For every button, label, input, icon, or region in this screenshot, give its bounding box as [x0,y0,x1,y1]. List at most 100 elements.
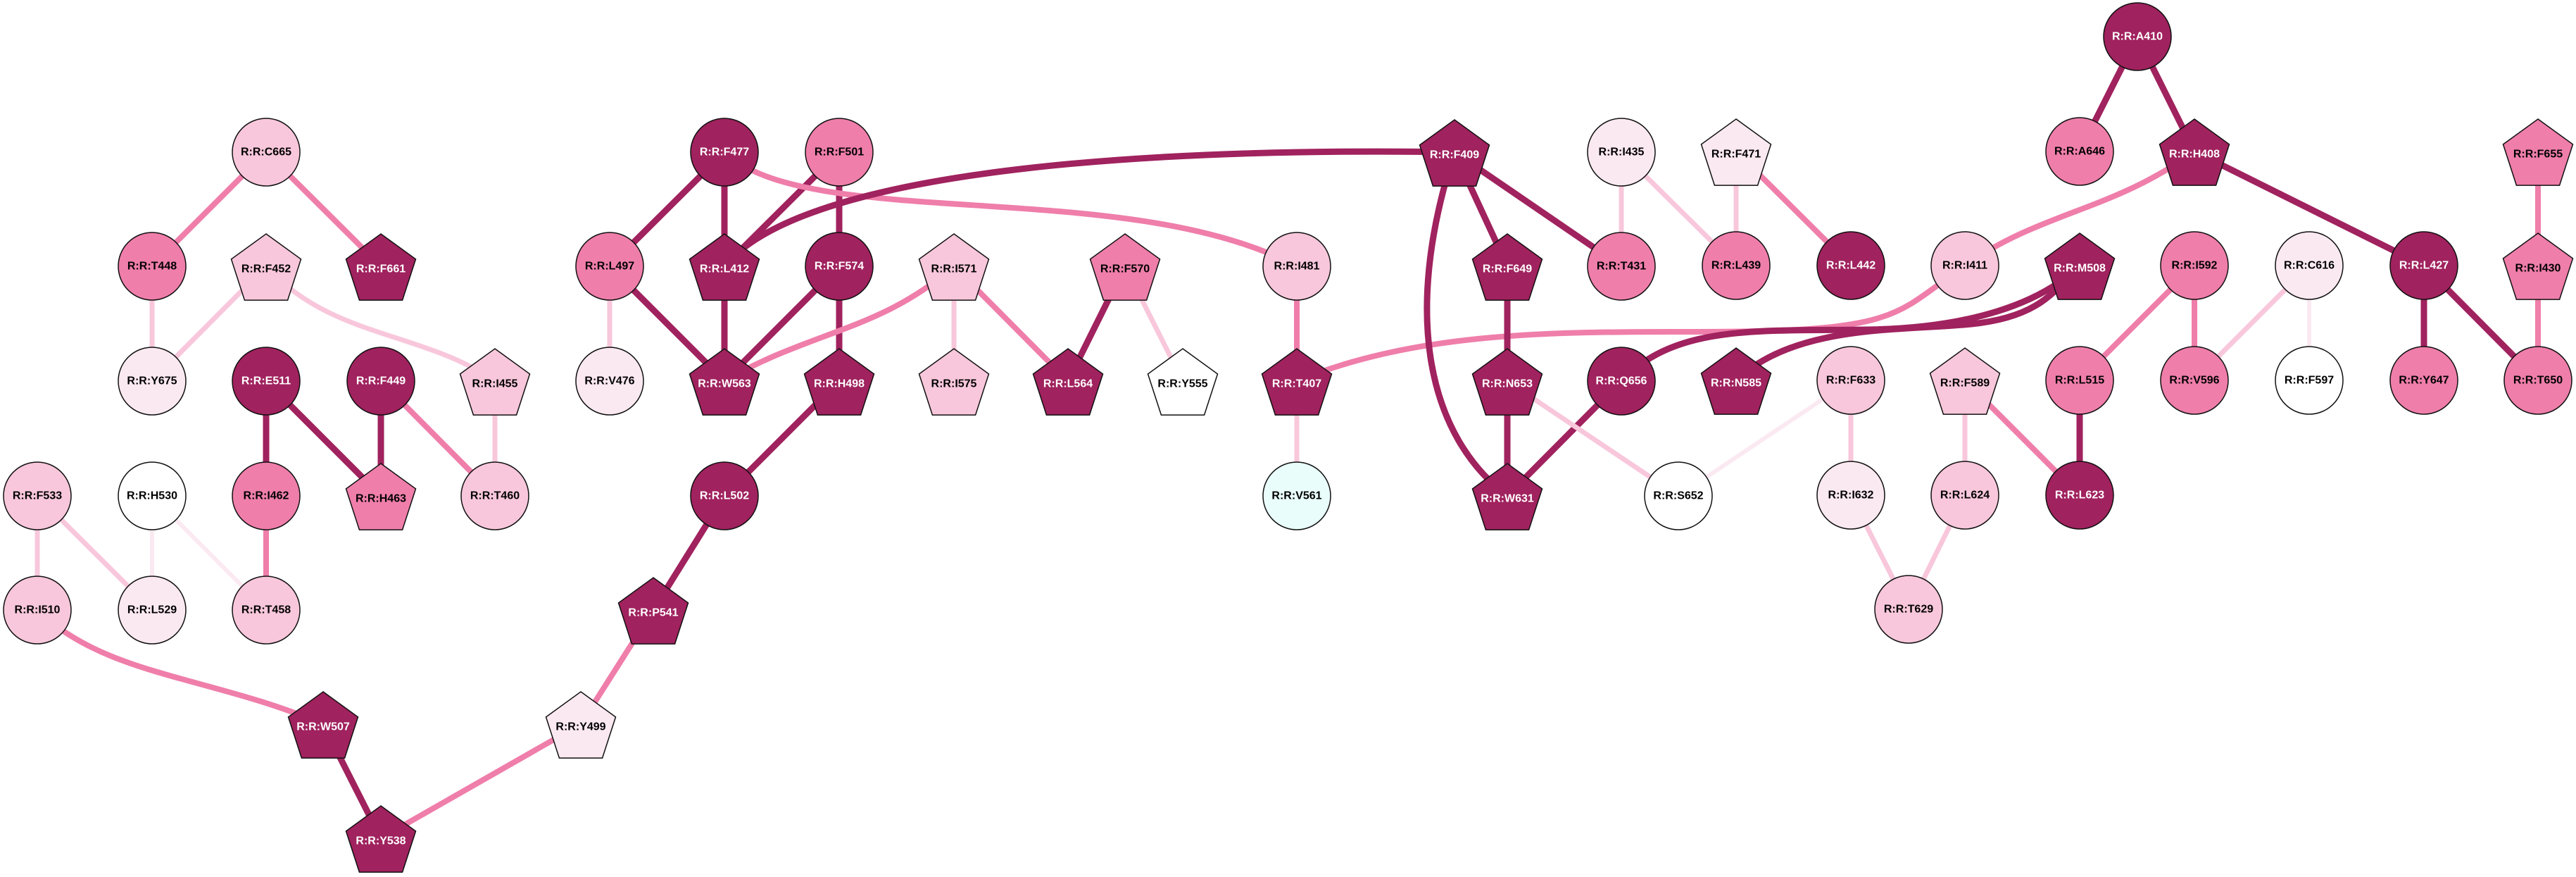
node-f661[interactable]: R:R:F661 [345,233,417,301]
node-y538[interactable]: R:R:Y538 [345,805,417,873]
node-t629[interactable]: R:R:T629 [1874,575,1943,644]
node-f533[interactable]: R:R:F533 [3,461,72,530]
node-e511[interactable]: R:R:E511 [232,347,301,416]
node-m508[interactable]: R:R:M508 [2044,232,2116,300]
node-l624[interactable]: R:R:L624 [1930,461,1999,530]
node-i455[interactable]: R:R:I455 [459,348,531,416]
node-t407[interactable]: R:R:T407 [1261,348,1333,416]
node-label: R:R:F633 [1826,375,1876,387]
node-l564[interactable]: R:R:L564 [1032,348,1104,416]
node-l502[interactable]: R:R:L502 [690,461,759,530]
edge-i510-w507 [35,608,325,727]
circle-node-shape [2160,231,2229,300]
node-w563[interactable]: R:R:W563 [689,348,760,416]
node-i435[interactable]: R:R:I435 [1587,118,1656,187]
node-y555[interactable]: R:R:Y555 [1147,348,1219,416]
node-c616[interactable]: R:R:C616 [2275,231,2344,300]
node-f597[interactable]: R:R:F597 [2275,346,2344,415]
node-f633[interactable]: R:R:F633 [1816,346,1885,415]
node-label: R:R:P541 [628,607,678,619]
node-f655[interactable]: R:R:F655 [2502,118,2574,186]
node-f501[interactable]: R:R:F501 [805,118,874,187]
node-i481[interactable]: R:R:I481 [1262,232,1331,301]
circle-node-shape [1262,232,1331,301]
node-p541[interactable]: R:R:P541 [617,577,689,645]
node-l515[interactable]: R:R:L515 [2045,346,2114,415]
node-label: R:R:S652 [1653,490,1703,502]
pentagon-node-shape [1471,463,1543,530]
pentagon-node-shape [230,233,302,301]
node-a646[interactable]: R:R:A646 [2045,117,2114,186]
node-f574[interactable]: R:R:F574 [805,232,874,301]
node-label: R:R:I430 [2515,263,2561,275]
circle-node-shape [2103,2,2172,71]
node-label: R:R:I571 [931,263,977,275]
node-l529[interactable]: R:R:L529 [118,576,187,645]
node-label: R:R:F477 [700,147,749,158]
node-i632[interactable]: R:R:I632 [1816,461,1885,530]
node-label: R:R:F570 [1100,263,1150,275]
node-label: R:R:T431 [1597,261,1646,273]
circle-node-shape [1816,461,1885,530]
node-i411[interactable]: R:R:I411 [1930,231,1999,300]
circle-node-shape [2045,461,2114,530]
pentagon-node-shape [1471,348,1543,416]
node-t460[interactable]: R:R:T460 [460,461,529,530]
node-i571[interactable]: R:R:I571 [918,233,990,301]
node-y647[interactable]: R:R:Y647 [2389,346,2458,415]
node-l442[interactable]: R:R:L442 [1816,231,1885,300]
node-s652[interactable]: R:R:S652 [1644,461,1713,530]
node-q656[interactable]: R:R:Q656 [1587,347,1656,416]
circle-node-shape [1930,461,1999,530]
node-label: R:R:I510 [15,604,61,616]
node-a410[interactable]: R:R:A410 [2103,2,2172,71]
node-n585[interactable]: R:R:N585 [1700,347,1772,415]
node-i462[interactable]: R:R:I462 [232,461,301,530]
node-y675[interactable]: R:R:Y675 [118,347,187,416]
node-c665[interactable]: R:R:C665 [232,118,301,187]
node-i510[interactable]: R:R:I510 [3,576,72,645]
node-l623[interactable]: R:R:L623 [2045,461,2114,530]
circle-node-shape [805,118,874,187]
circle-node-shape [1816,231,1885,300]
node-l439[interactable]: R:R:L439 [1702,231,1771,300]
node-t448[interactable]: R:R:T448 [118,232,187,301]
node-h498[interactable]: R:R:H498 [803,348,875,416]
node-f477[interactable]: R:R:F477 [690,118,759,187]
node-w507[interactable]: R:R:W507 [287,691,359,759]
node-t458[interactable]: R:R:T458 [232,576,301,645]
node-i592[interactable]: R:R:I592 [2160,231,2229,300]
node-f570[interactable]: R:R:F570 [1089,233,1161,301]
node-f649[interactable]: R:R:F649 [1471,233,1543,301]
node-i430[interactable]: R:R:I430 [2502,232,2574,300]
node-v561[interactable]: R:R:V561 [1262,461,1331,530]
node-label: R:R:I481 [1274,261,1320,273]
circle-node-shape [2160,346,2229,415]
node-h408[interactable]: R:R:H408 [2159,118,2230,186]
node-f452[interactable]: R:R:F452 [230,233,302,301]
node-f471[interactable]: R:R:F471 [1700,118,1772,186]
node-label: R:R:L624 [1940,490,1990,502]
node-h530[interactable]: R:R:H530 [118,461,187,530]
node-i575[interactable]: R:R:I575 [918,348,990,416]
node-w631[interactable]: R:R:W631 [1471,463,1543,530]
node-f589[interactable]: R:R:F589 [1929,347,2001,415]
node-l497[interactable]: R:R:L497 [575,232,644,301]
node-v476[interactable]: R:R:V476 [575,347,644,416]
edge-f633-s652 [1677,378,1852,498]
node-label: R:R:I592 [2172,260,2218,272]
node-h463[interactable]: R:R:H463 [345,463,417,530]
node-t650[interactable]: R:R:T650 [2503,346,2572,415]
node-t431[interactable]: R:R:T431 [1587,232,1656,301]
node-f409[interactable]: R:R:F409 [1419,119,1490,187]
node-y499[interactable]: R:R:Y499 [545,691,617,759]
node-l427[interactable]: R:R:L427 [2389,231,2458,300]
node-label: R:R:F471 [1711,149,1761,161]
node-f449[interactable]: R:R:F449 [346,347,415,416]
node-n653[interactable]: R:R:N653 [1471,348,1543,416]
node-l412[interactable]: R:R:L412 [689,233,760,301]
node-v596[interactable]: R:R:V596 [2160,346,2229,415]
node-label: R:R:V476 [584,375,634,387]
